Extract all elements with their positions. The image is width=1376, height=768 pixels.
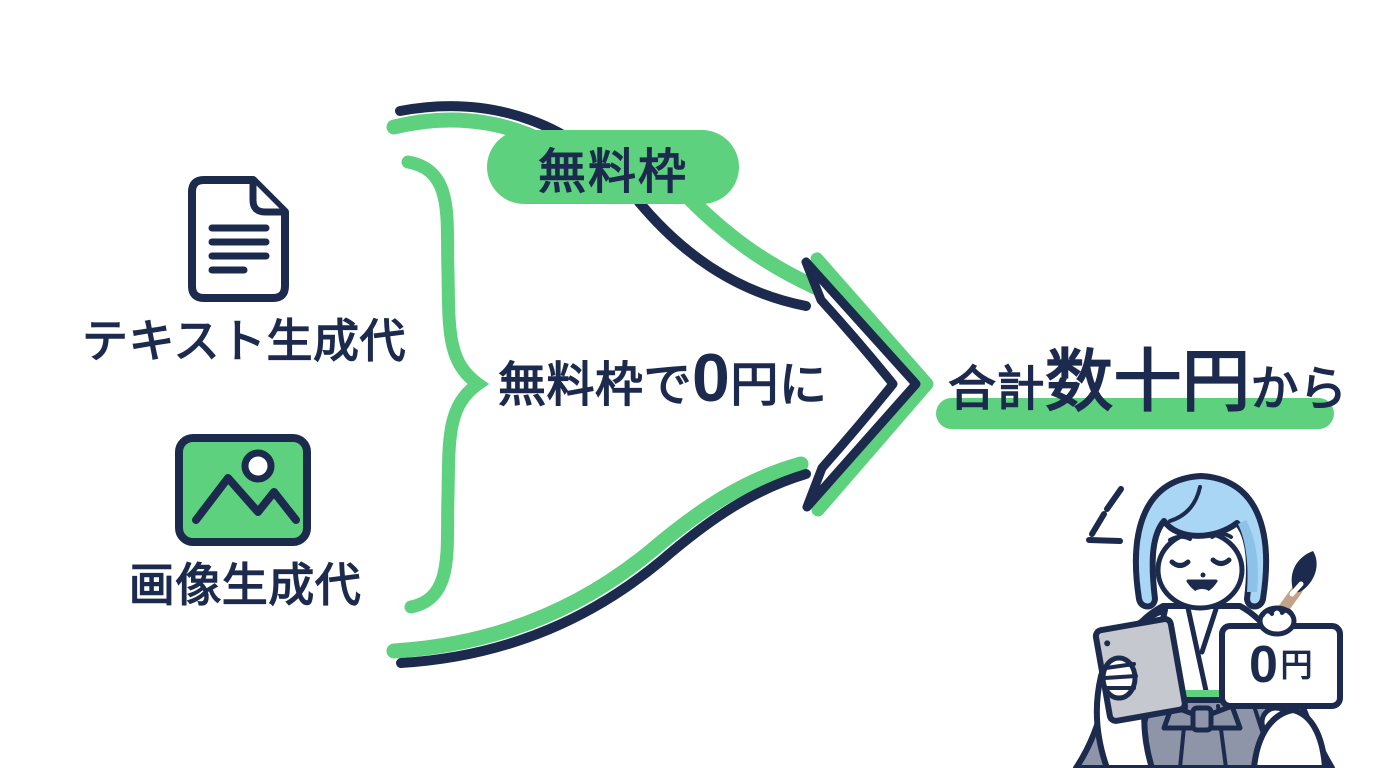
- middle-caption-prefix: 無料枠で: [498, 359, 693, 412]
- hair: [1133, 473, 1269, 610]
- hair-shadow: [1238, 520, 1258, 592]
- right-hand: [1257, 605, 1297, 637]
- result-caption: 合計数十円から: [948, 344, 1368, 421]
- result-caption-suffix: から: [1250, 363, 1348, 416]
- right-sleeve: [1251, 707, 1328, 768]
- free-tier-badge: 無料枠: [487, 130, 739, 204]
- middle-caption-suffix: 円に: [730, 359, 828, 412]
- bottom-flow-line: [386, 456, 811, 668]
- sign-unit: 円: [1280, 647, 1313, 683]
- result-caption-prefix: 合計: [948, 363, 1046, 416]
- label-text-generation-cost: テキスト生成代: [81, 315, 407, 367]
- arrow-icon: [801, 252, 934, 517]
- image-icon: [175, 434, 311, 546]
- document-icon: [188, 176, 289, 302]
- brace-icon: [401, 155, 490, 614]
- result-caption-amount: 数十円: [1045, 344, 1251, 421]
- sign-number: 0: [1249, 636, 1279, 694]
- woman-illustration: [1073, 473, 1343, 768]
- label-image-generation-cost: 画像生成代: [128, 559, 362, 611]
- sparkle-icon: [1086, 486, 1124, 544]
- result-highlight-bar: [936, 398, 1334, 429]
- left-hand: [1100, 655, 1138, 701]
- eyes: [1169, 557, 1232, 568]
- free-tier-badge-label: 無料枠: [537, 146, 688, 199]
- face: [1155, 529, 1245, 611]
- middle-caption-zero: 0: [692, 340, 731, 417]
